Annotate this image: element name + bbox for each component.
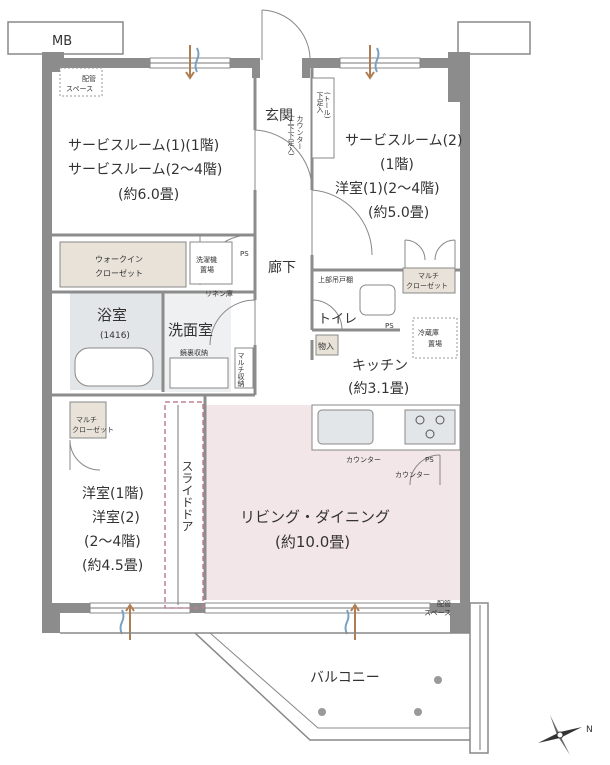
outer-box-right: [457, 21, 531, 55]
mb-label: MB: [52, 34, 72, 49]
bath-size: (1416): [100, 331, 130, 341]
washing-machine-l2: 置場: [200, 265, 214, 274]
washing-machine-l1: 洗濯機: [196, 255, 217, 264]
pipe-space-top: [59, 67, 103, 97]
western-area: (約4.5畳): [82, 558, 143, 574]
pipe-space-bottom-l2: スペース: [424, 609, 451, 617]
service-room-2-line2: (1階): [380, 157, 414, 173]
kitchen-sink: [317, 409, 374, 445]
storage-box: [315, 334, 339, 356]
western-line1: 洋室(1階): [82, 485, 144, 502]
counter2-label: カウンター: [395, 470, 430, 479]
ps-label-kitchen: PS: [425, 456, 434, 464]
multi-closet-right-l2: クローゼット: [406, 281, 448, 290]
bath-label: 浴室: [97, 306, 127, 324]
washing-machine-area: [189, 241, 233, 285]
walk-in-closet-l2: クローゼット: [95, 268, 143, 278]
interior-walls: [52, 68, 460, 600]
living-label: リビング・ダイニング: [240, 508, 390, 526]
shoe-storage-sub: (トール): [323, 92, 331, 119]
toilet-fixture: [359, 284, 396, 316]
living-area: (約10.0畳): [275, 533, 350, 551]
multi-closet-left-l1: マルチ: [76, 416, 97, 424]
multi-closet-left: [69, 401, 107, 439]
service-room-2-line1: サービスルーム(2): [345, 133, 462, 149]
balcony-marker: [434, 676, 442, 684]
fridge-space: [412, 317, 458, 359]
counter-shoe-sub: (上下下足入): [287, 115, 295, 156]
multi-closet-right: [402, 267, 456, 294]
washroom-label: 洗面室: [168, 321, 213, 339]
stove: [404, 409, 456, 445]
kitchen-area: (約3.1畳): [348, 381, 409, 397]
service-room-1-line2: サービスルーム(2～4階): [68, 162, 222, 178]
multi-closet-right-l1: マルチ: [418, 272, 439, 280]
upper-shelf-label: 上部吊戸棚: [318, 275, 353, 284]
multi-storage-wash: [234, 347, 254, 389]
pipe-space-bottom-l1: 配管: [437, 599, 451, 608]
counter1-label: カウンター: [346, 455, 381, 464]
service-room-2-line3: 洋室(1)(2～4階): [335, 180, 440, 197]
shoe-cabinet: [311, 77, 335, 159]
service-room-1-line1: サービスルーム(1)(1階): [68, 138, 219, 154]
burner-icon: [415, 415, 425, 425]
fridge-l1: 冷蔵庫: [418, 328, 439, 337]
mirror-storage-label: 鏡裏収納: [180, 348, 208, 357]
mb-box: MB: [7, 21, 124, 55]
walk-in-closet: [59, 241, 187, 288]
shoe-storage-label: 下足入: [316, 92, 324, 113]
kitchen-label: キッチン: [352, 358, 408, 374]
compass-n-label: N: [586, 725, 593, 735]
bathtub: [74, 347, 154, 387]
western-line2: 洋室(2): [92, 509, 140, 526]
burner-icon: [435, 415, 445, 425]
pipe-space-top-l1: 配管: [82, 74, 96, 83]
toilet-label: トイレ: [318, 312, 357, 327]
service-room-2-area: (約5.0畳): [368, 205, 429, 221]
ps-label-wash: PS: [240, 250, 249, 258]
pipe-space-top-l2: スペース: [66, 85, 93, 93]
balcony-marker: [318, 708, 326, 716]
service-room-1-area: (約6.0畳): [118, 187, 179, 203]
linen-shelf-label: リネン庫: [205, 289, 233, 298]
sink: [169, 357, 229, 389]
storage-label: 物入: [318, 341, 334, 351]
multi-storage-wash-label: マルチ収納: [237, 352, 245, 388]
balcony-marker: [414, 708, 422, 716]
walk-in-closet-l1: ウォークイン: [95, 255, 143, 264]
slide-door-area: [164, 401, 204, 609]
burner-icon: [425, 429, 435, 439]
multi-closet-left-l2: クローゼット: [72, 425, 114, 434]
corridor-label: 廊下: [268, 259, 296, 276]
balcony-label: バルコニー: [310, 670, 380, 686]
slide-door-label: スライドドア: [180, 460, 194, 532]
ps-label-toilet: PS: [385, 322, 394, 330]
airflow-arrows: [119, 45, 380, 640]
compass-icon: [538, 715, 582, 755]
western-line3: (2～4階): [84, 534, 141, 550]
counter-shoe-label: カウンター: [296, 115, 304, 150]
balcony: [60, 602, 489, 754]
fridge-l2: 置場: [428, 339, 442, 348]
entrance-label: 玄関: [265, 107, 293, 124]
